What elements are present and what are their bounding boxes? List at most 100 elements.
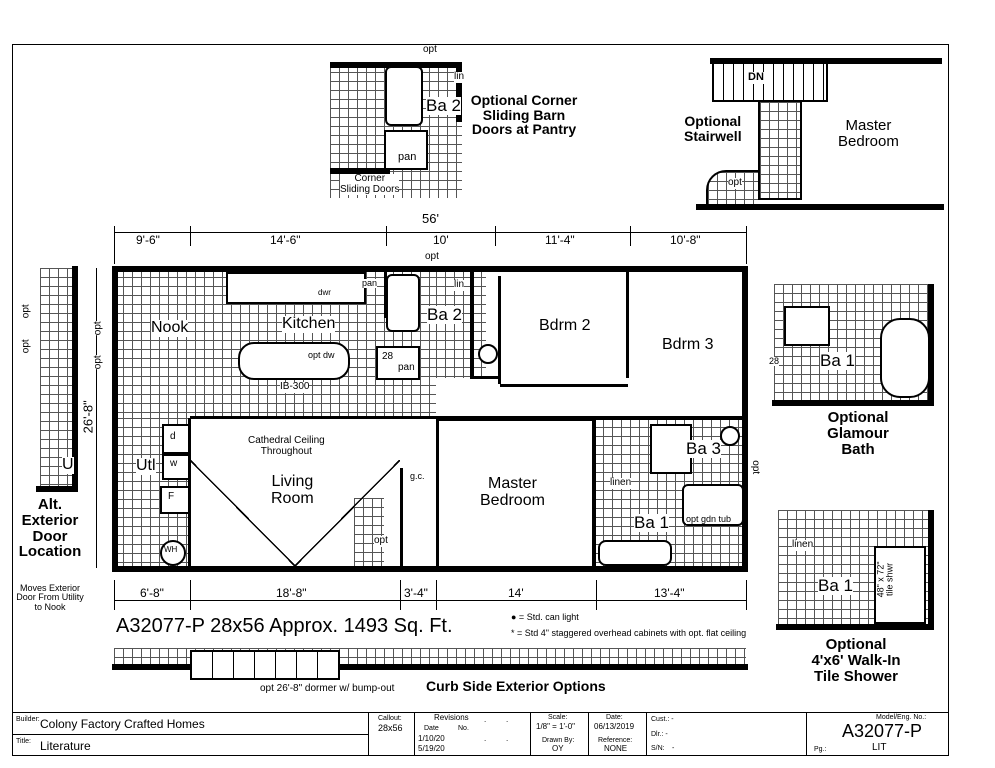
top-dim-4: 11'-4": [545, 233, 575, 247]
kitchen-pan-label: pan: [362, 278, 378, 289]
revision-no-col: No.: [458, 725, 469, 732]
water-heater-label: WH: [164, 545, 178, 554]
date-value: 06/13/2019: [594, 722, 635, 731]
alt-door-inset-plan: [40, 268, 74, 486]
overall-width-dim: 56': [422, 211, 439, 226]
left-opt-1: opt: [92, 321, 105, 336]
curb-side-title: Curb Side Exterior Options: [426, 678, 606, 694]
glamour-ba1-label: Ba 1: [820, 351, 855, 370]
alt-door-title: Alt. Exterior Door Location: [18, 496, 82, 561]
washer-label: w: [170, 458, 178, 469]
walkin-ba1-label: Ba 1: [818, 576, 853, 595]
page-label: Pg.:: [814, 746, 827, 753]
right-opt: opt: [749, 460, 762, 475]
builder-value: Colony Factory Crafted Homes: [40, 717, 205, 731]
side-dim: 26'-8": [80, 400, 96, 434]
model-title: A32077-P 28x56 Approx. 1493 Sq. Ft.: [116, 615, 453, 637]
alt-u-label: U: [62, 456, 74, 474]
drawn-by-label: Drawn By:: [542, 737, 575, 744]
pantry-inset-lin-label: lin: [454, 71, 465, 83]
furnace-label: F: [168, 491, 175, 502]
revision-dot-2: .: [506, 715, 509, 724]
alt-opt-1: opt: [20, 304, 32, 319]
island-label: IB-300: [280, 381, 310, 393]
pantry-number-label: 28: [382, 351, 394, 363]
model-label: Model/Eng. No.:: [876, 714, 927, 721]
living-opt-label: opt: [374, 535, 388, 547]
top-dim-3: 10': [433, 233, 449, 247]
pantry-doors-option-title: Optional Corner Sliding Barn Doors at Pa…: [470, 92, 578, 138]
glamour-28-label: 28: [769, 356, 780, 367]
revision-date-2: 5/19/20: [418, 744, 445, 753]
walkin-linen-label: linen: [792, 539, 814, 551]
stair-master-label: Master Bedroom: [838, 117, 899, 150]
bdrm2-label: Bdrm 2: [539, 317, 591, 334]
page-value: LIT: [872, 742, 887, 753]
kitchen-label: Kitchen: [282, 315, 336, 333]
bottom-dim-1: 6'-8": [140, 586, 164, 600]
alt-opt-2: opt: [20, 339, 32, 354]
bottom-dim-5: 13'-4": [654, 586, 685, 600]
callout-label: Callout:: [378, 715, 402, 722]
left-opt-2: opt: [92, 355, 105, 370]
pantry-inset-opt-label: opt: [423, 44, 437, 55]
model-number: A32077-P: [842, 721, 923, 741]
stair-opt-label: opt: [728, 177, 742, 189]
title-label: Title:: [16, 738, 31, 745]
customer-label: Cust.: -: [651, 716, 674, 723]
revision-dot-4: .: [506, 734, 509, 743]
glamour-bath-title: Optional Glamour Bath: [827, 409, 889, 458]
cathedral-ceiling-label: Cathedral Ceiling Throughout: [248, 435, 325, 457]
revision-dot-3: .: [484, 734, 487, 743]
top-dim-2: 14'-6": [270, 233, 301, 247]
pantry-inset-ba2-label: Ba 2: [426, 96, 461, 115]
stair-dn-label: DN: [748, 71, 764, 84]
pantry-label: pan: [398, 362, 415, 374]
ba2-label: Ba 2: [427, 305, 462, 324]
stairwell-option-title: Optional Stairwell: [684, 113, 742, 144]
top-dim-5: 10'-8": [670, 233, 701, 247]
reference-label: Reference:: [598, 737, 633, 744]
nook-label: Nook: [151, 319, 189, 337]
title-value: Literature: [40, 739, 91, 753]
utility-label: Utl: [136, 457, 156, 475]
opt-dw-label: opt dw: [308, 350, 335, 361]
living-room-label: Living Room: [271, 473, 314, 508]
dryer-label: d: [170, 431, 176, 442]
ba3-label: Ba 3: [686, 439, 721, 458]
corner-sliding-doors-label: Corner Sliding Doors: [340, 173, 400, 195]
lin-label: lin: [454, 279, 465, 291]
alt-door-note: Moves Exterior Door From Utility to Nook: [16, 583, 84, 612]
gc-label: g.c.: [410, 471, 425, 482]
bdrm3-label: Bdrm 3: [662, 336, 714, 353]
bottom-dim-2: 18'-8": [276, 586, 307, 600]
legend-can-light: ● = Std. can light: [511, 612, 579, 622]
revision-dot-1: .: [484, 715, 487, 724]
revisions-label: Revisions: [434, 713, 469, 722]
master-bedroom-label: Master Bedroom: [480, 475, 545, 509]
top-dim-1: 9'-6": [136, 233, 160, 247]
reference-value: NONE: [604, 744, 628, 753]
callout-value: 28x56: [378, 723, 403, 733]
legend-cabinets: * = Std 4" staggered overhead cabinets w…: [511, 628, 747, 638]
top-opt-label: opt: [425, 251, 439, 263]
dwr-label: dwr: [318, 288, 331, 298]
drawn-by-value: OY: [552, 744, 564, 753]
scale-label: Scale:: [548, 714, 568, 721]
ba1-label: Ba 1: [634, 513, 669, 532]
scale-value: 1/8" = 1'-0": [536, 722, 576, 731]
date-label: Date:: [606, 714, 623, 721]
revision-date-1: 1/10/20: [418, 734, 445, 743]
tile-shower-label: 48" x 72" tile shwr: [875, 561, 895, 598]
dealer-label: Dlr.: -: [651, 731, 668, 738]
builder-label: Builder:: [16, 716, 40, 723]
bottom-dim-4: 14': [508, 586, 524, 600]
walkin-shower-title: Optional 4'x6' Walk-In Tile Shower: [811, 636, 901, 685]
serial-value: -: [672, 745, 675, 752]
serial-label: S/N:: [651, 745, 665, 752]
dormer-label: opt 26'-8" dormer w/ bump-out: [260, 683, 395, 694]
sheet-border: [12, 44, 949, 756]
revision-date-col: Date: [424, 725, 439, 732]
opt-gdn-tub-label: opt gdn tub: [686, 514, 732, 525]
pantry-inset-pan-label: pan: [398, 151, 417, 164]
